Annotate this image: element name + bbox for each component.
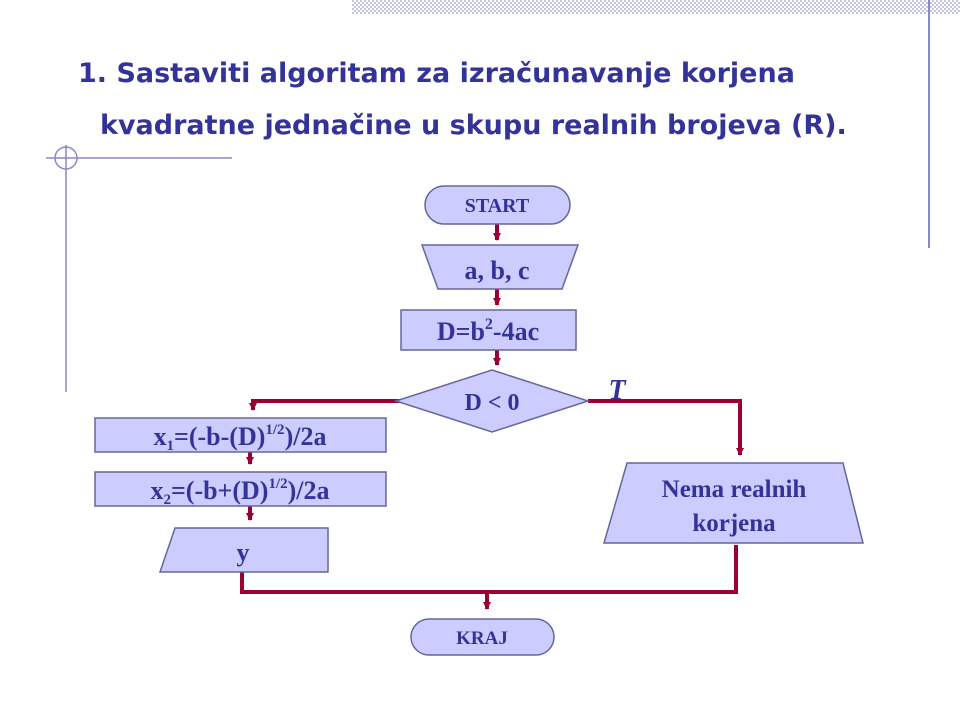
start-node: START (424, 185, 571, 225)
discriminant-node: D=b2-4ac (400, 309, 577, 351)
x1-formula: x1=(-b-(D)1/2)/2a (154, 422, 327, 454)
input-node: a, b, c (420, 244, 580, 290)
x2-node: x2=(-b+(D)1/2)/2a (94, 471, 387, 508)
output-y-label: y (237, 538, 250, 567)
title-line-2: kvadratne jednačine u skupu realnih broj… (100, 110, 847, 141)
no-roots-node: Nema realnih korjena (603, 462, 864, 544)
discriminant-label: D=b2-4ac (437, 316, 539, 346)
title-line-1: 1. Sastaviti algoritam za izračunavanje … (78, 58, 795, 89)
true-branch-label: T (608, 375, 627, 406)
start-label: START (465, 195, 530, 217)
output-y-node: y (158, 527, 329, 573)
end-label: KRAJ (456, 628, 508, 649)
x1-node: x1=(-b-(D)1/2)/2a (94, 417, 387, 454)
slide-decoration (46, 0, 960, 392)
condition-label: D < 0 (464, 390, 519, 416)
flow-connectors (240, 224, 744, 610)
condition-node: D < 0 (393, 369, 591, 433)
end-node: KRAJ (410, 618, 555, 656)
no-roots-line-1: Nema realnih (662, 476, 807, 503)
x2-formula: x2=(-b+(D)1/2)/2a (150, 476, 329, 508)
no-roots-line-2: korjena (692, 510, 776, 537)
connector-false-branch (249, 399, 400, 411)
input-label: a, b, c (465, 256, 530, 285)
connector-true-branch (588, 399, 744, 456)
